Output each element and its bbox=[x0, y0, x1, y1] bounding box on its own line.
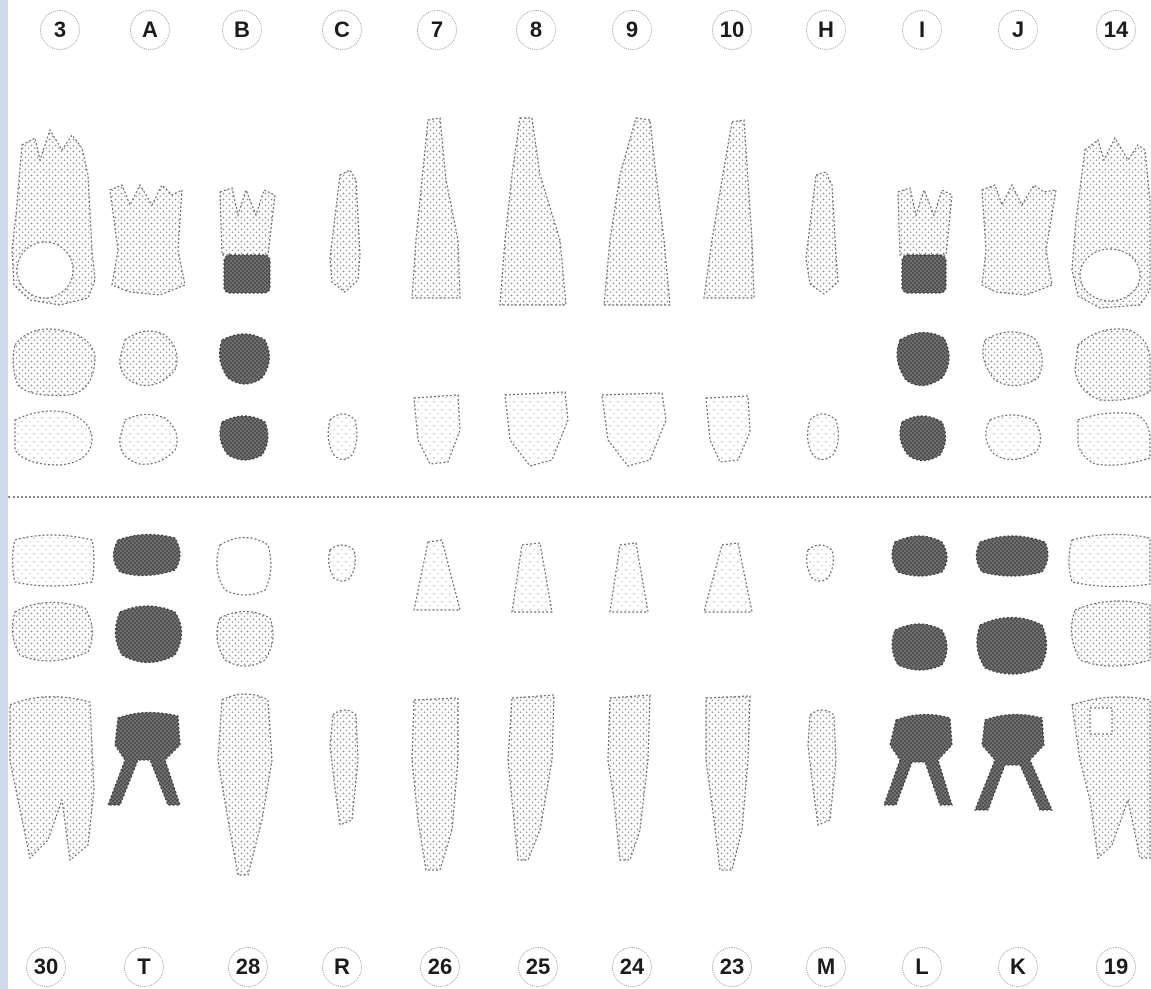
occlusal-midline bbox=[8, 496, 1151, 498]
tooth-24[interactable] bbox=[608, 543, 650, 860]
tooth-3[interactable] bbox=[12, 130, 95, 465]
tooth-7[interactable] bbox=[412, 118, 460, 464]
tooth-30[interactable] bbox=[10, 535, 94, 860]
tooth-R[interactable] bbox=[329, 545, 358, 825]
tooth-I[interactable] bbox=[897, 188, 952, 461]
tooth-28[interactable] bbox=[217, 538, 273, 876]
tooth-8[interactable] bbox=[500, 118, 568, 466]
tooth-26[interactable] bbox=[412, 540, 460, 870]
tooth-A[interactable] bbox=[110, 185, 185, 464]
tooth-T[interactable] bbox=[108, 534, 182, 805]
tooth-14[interactable] bbox=[1072, 138, 1150, 465]
tooth-M[interactable] bbox=[807, 545, 836, 825]
tooth-23[interactable] bbox=[704, 543, 752, 870]
tooth-B[interactable] bbox=[220, 188, 275, 460]
tooth-J[interactable] bbox=[982, 185, 1056, 460]
tooth-19[interactable] bbox=[1069, 534, 1150, 858]
tooth-C[interactable] bbox=[328, 170, 360, 460]
tooth-L[interactable] bbox=[884, 536, 952, 805]
tooth-K[interactable] bbox=[975, 536, 1052, 810]
tooth-H[interactable] bbox=[806, 172, 838, 460]
tooth-9[interactable] bbox=[602, 118, 670, 466]
tooth-10[interactable] bbox=[704, 120, 754, 462]
tooth-25[interactable] bbox=[508, 543, 554, 860]
